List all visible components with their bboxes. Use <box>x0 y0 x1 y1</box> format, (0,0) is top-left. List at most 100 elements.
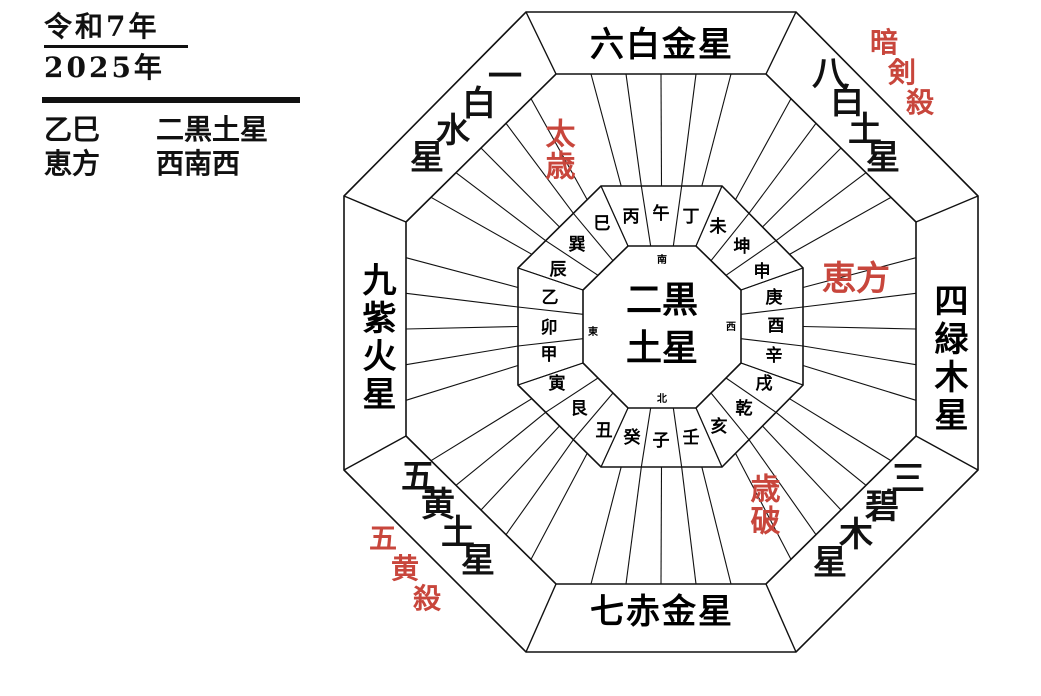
zodiac-tatsu: 辰 <box>550 260 568 280</box>
sector-line <box>802 325 917 330</box>
glyph: 五 <box>401 457 435 497</box>
marker-gooosatsu: 五黄殺 <box>369 522 442 615</box>
zodiac-divider <box>640 407 652 468</box>
direction-east: 東 <box>588 325 598 338</box>
sector-line <box>802 292 917 308</box>
sector-line <box>590 466 622 585</box>
corner-spoke <box>765 583 797 653</box>
sector-line <box>405 325 519 330</box>
zodiac-divider <box>725 240 777 276</box>
zodiac-ne: 子 <box>653 431 670 451</box>
zodiac-divider <box>517 306 584 315</box>
glyph: 殺 <box>906 86 935 119</box>
glyph: 暗 <box>870 26 898 59</box>
sector-line <box>660 73 663 187</box>
zodiac-divider <box>572 392 614 441</box>
marker-saiha: 歳破 <box>745 473 781 537</box>
sector-line <box>775 172 867 242</box>
glyph: 殺 <box>413 582 442 615</box>
zodiac-divider <box>740 362 804 386</box>
glyph: 白 <box>462 84 496 124</box>
sector-line <box>660 466 663 585</box>
zodiac-saru: 申 <box>754 261 771 282</box>
sector-line <box>701 73 732 187</box>
zodiac-hitsuji: 未 <box>709 216 727 237</box>
star-west: 九紫火星 <box>356 262 396 414</box>
eto-star: 二黒土星 <box>156 113 269 146</box>
star-south: 七赤金星 <box>590 592 734 632</box>
sector-line <box>748 439 817 535</box>
zodiac-divider <box>672 185 683 247</box>
sector-line <box>789 196 892 255</box>
sector-line <box>590 73 622 187</box>
zodiac-i: 亥 <box>711 416 728 437</box>
sector-line <box>405 364 519 401</box>
zodiac-inu: 戌 <box>756 373 773 394</box>
glyph: 八 <box>812 54 847 94</box>
glyph: 碧 <box>865 487 899 527</box>
sector-line <box>775 411 867 486</box>
zodiac-kou: 庚 <box>766 287 783 308</box>
sector-line <box>455 172 546 242</box>
glyph: 星 <box>866 138 900 178</box>
sector-line <box>681 73 697 187</box>
header-panel: 令和7年 2025年 乙巳 二黒土星 恵方 西南西 <box>42 10 306 181</box>
glyph: 剣 <box>887 56 916 89</box>
zodiac-divider <box>740 306 804 315</box>
zodiac-kon: 坤 <box>734 236 751 257</box>
corner-spoke <box>915 435 979 471</box>
glyph: 一 <box>488 57 522 97</box>
direction-west: 西 <box>726 321 736 333</box>
zodiac-divider <box>710 392 750 441</box>
zodiac-tori: 酉 <box>768 316 785 336</box>
sector-line <box>762 425 842 511</box>
zodiac-ring: 丙 午 丁 未 坤 申 庚 酉 辛 戌 乾 亥 壬 子 癸 丑 艮 寅 甲 卯 … <box>541 203 785 451</box>
zodiac-divider <box>517 338 584 347</box>
era-year: 令和7年 <box>44 10 160 43</box>
sector-line <box>802 345 917 366</box>
sector-line <box>748 123 817 214</box>
sector-line <box>681 466 697 585</box>
corner-spoke <box>343 435 407 471</box>
sector-line <box>625 466 642 585</box>
glyph: 星 <box>813 543 847 583</box>
header-divider <box>42 97 300 103</box>
ehou-label: 恵方 <box>44 147 101 180</box>
zodiac-divider <box>725 377 777 413</box>
glyph: 黄 <box>421 485 455 525</box>
glyph: 白 <box>830 82 864 122</box>
glyph: 土 <box>441 513 475 553</box>
corner-spoke <box>765 11 797 75</box>
sector-line <box>701 466 732 585</box>
zodiac-u: 卯 <box>541 318 558 338</box>
glyph: 木 <box>838 515 873 555</box>
sector-line <box>430 398 533 462</box>
sector-line <box>802 257 917 289</box>
zodiac-ki: 癸 <box>623 427 642 448</box>
zodiac-mi: 巳 <box>594 214 611 234</box>
star-north: 六白金星 <box>590 25 734 65</box>
zodiac-gon: 艮 <box>571 399 589 419</box>
sector-line <box>430 196 533 255</box>
star-east: 四緑木星 <box>928 283 969 435</box>
zodiac-ken: 乾 <box>736 398 753 419</box>
zodiac-divider <box>695 407 723 468</box>
sector-line <box>505 123 574 214</box>
eto-label: 乙巳 <box>44 113 101 146</box>
zodiac-divider <box>572 212 614 262</box>
zodiac-divider <box>695 185 723 247</box>
marker-taisai: 太歳 <box>540 118 576 182</box>
zodiac-divider <box>640 185 652 247</box>
sector-line <box>530 453 588 560</box>
glyph: 水 <box>436 111 471 151</box>
center-star-line2: 土星 <box>626 327 698 369</box>
marker-ehou: 恵方 <box>822 259 890 299</box>
sector-line <box>480 425 560 511</box>
sector-line <box>405 345 519 366</box>
zodiac-tei: 丁 <box>683 207 700 227</box>
sector-line <box>480 147 560 228</box>
